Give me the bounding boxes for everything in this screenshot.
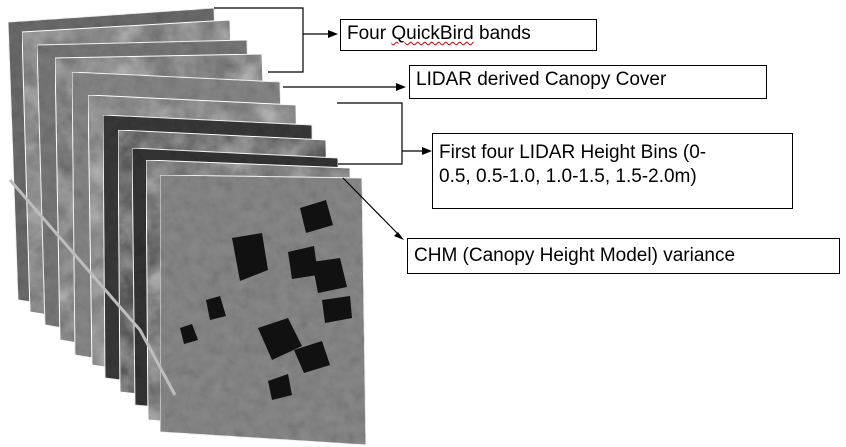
height-bins-line-2: 0.5, 0.5-1.0, 1.0-1.5, 1.5-2.0m) <box>439 166 697 187</box>
chm-variance-label: CHM (Canopy Height Model) variance <box>407 238 840 274</box>
height-bins-label: First four LIDAR Height Bins (0- 0.5, 0.5… <box>432 133 793 209</box>
top-layer-patches <box>180 200 352 400</box>
road-streak <box>8 179 177 396</box>
connector-chm-arrow <box>342 177 399 235</box>
canopy-cover-label: LIDAR derived Canopy Cover <box>409 65 767 99</box>
height-bins-line-1: First four LIDAR Height Bins (0- <box>439 142 707 163</box>
connector-bins-bracket <box>337 102 403 165</box>
arrowheads <box>328 30 432 240</box>
quickbird-bands-label: Four QuickBird bands <box>340 19 597 51</box>
arrowhead-chm <box>394 232 404 240</box>
spellcheck-word: QuickBird <box>391 23 474 44</box>
layer-chm-variance-11 <box>159 174 367 446</box>
arrowhead-bins <box>422 147 432 155</box>
connector-quickbird-bracket <box>214 7 304 73</box>
connector-lines <box>214 7 424 235</box>
arrowhead-canopy <box>396 83 406 91</box>
arrowhead-quickbird <box>328 30 338 38</box>
